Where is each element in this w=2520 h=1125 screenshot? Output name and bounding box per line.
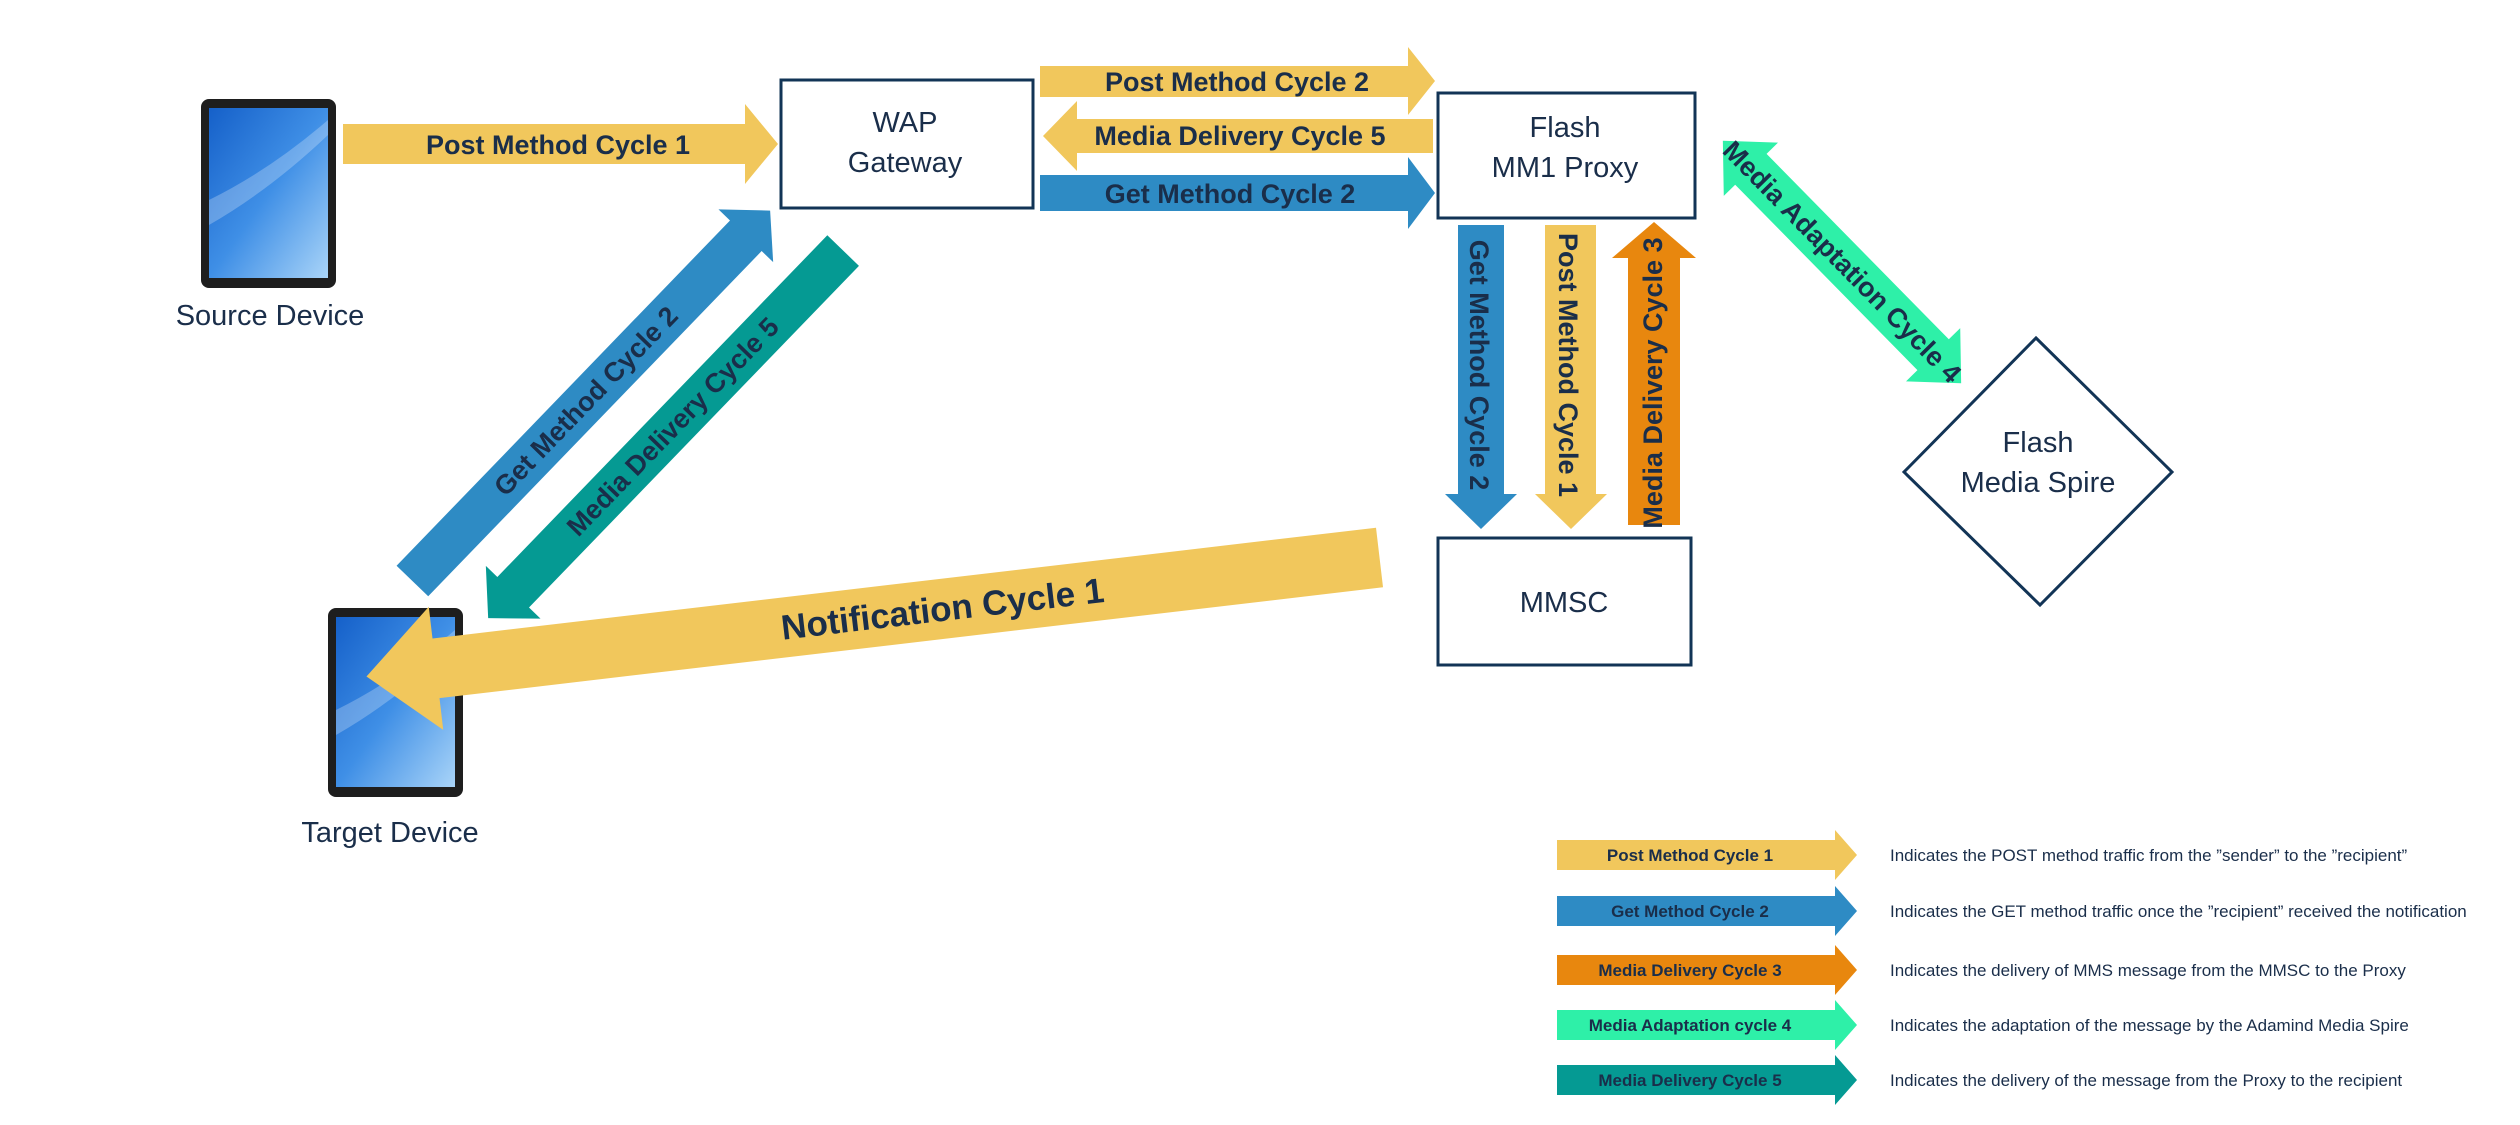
- arrow-wap-to-proxy-post2: Post Method Cycle 2: [1040, 47, 1435, 115]
- arrow-mmsc-to-proxy-delivery3: Media Delivery Cycle 3: [1612, 222, 1696, 529]
- media-spire-line1: Flash: [2003, 427, 2074, 459]
- legend-swatch-arrow: [1557, 1055, 1857, 1105]
- wap-gateway-line2: Gateway: [848, 147, 963, 179]
- arrow-label: Post Method Cycle 2: [1105, 67, 1369, 97]
- legend-swatch-arrow: [1557, 945, 1857, 995]
- legend-row: Media Delivery Cycle 5 Indicates the deli…: [1557, 1055, 2402, 1105]
- arrow-proxy-to-mmsc-get2: Get Method Cycle 2: [1445, 225, 1517, 529]
- legend-description: Indicates the GET method traffic once th…: [1890, 902, 2467, 921]
- media-spire-node: Flash Media Spire: [1901, 335, 2175, 608]
- media-spire-line2: Media Spire: [1961, 467, 2116, 499]
- arrow-label: Post Method Cycle 1: [426, 130, 690, 160]
- source-device-label: Source Device: [176, 300, 365, 332]
- legend-label: Media Adaptation cycle 4: [1589, 1016, 1792, 1035]
- arrow-proxy-to-mmsc-post1: Post Method Cycle 1: [1535, 225, 1607, 529]
- legend-swatch-arrow: [1557, 886, 1857, 936]
- tablet-icon: [328, 608, 463, 797]
- arrow-proxy-spire-adaptation4: Media Adaptation Cycle 4: [1717, 135, 1967, 389]
- wap-gateway-node: WAP Gateway: [779, 78, 1035, 210]
- legend-swatch-arrow: [1557, 830, 1857, 880]
- legend-row: Media Adaptation cycle 4 Indicates the ad…: [1557, 1000, 2409, 1050]
- arrow-target-to-wap-get2: Get Method Cycle 2: [396, 209, 774, 597]
- flash-proxy-line1: Flash: [1530, 112, 1601, 144]
- arrow-proxy-to-wap-delivery5: Media Delivery Cycle 5: [1043, 101, 1433, 171]
- legend-label: Post Method Cycle 1: [1607, 846, 1773, 865]
- legend-label: Media Delivery Cycle 5: [1598, 1071, 1781, 1090]
- legend-description: Indicates the POST method traffic from t…: [1890, 846, 2408, 865]
- legend-description: Indicates the delivery of MMS message fr…: [1890, 961, 2406, 980]
- arrow-label: Get Method Cycle 2: [1105, 179, 1356, 209]
- arrow-label: Get Method Cycle 2: [1464, 240, 1494, 491]
- legend-row: Get Method Cycle 2 Indicates the GET meth…: [1557, 886, 2467, 936]
- source-device: Source Device: [176, 99, 365, 332]
- wap-gateway-line1: WAP: [873, 107, 938, 139]
- legend-description: Indicates the adaptation of the message …: [1890, 1016, 2409, 1035]
- arrow-label: Media Adaptation Cycle 4: [1717, 135, 1967, 389]
- legend-swatch-arrow: [1557, 1000, 1857, 1050]
- legend: Post Method Cycle 1 Indicates the POST me…: [1557, 830, 2467, 1105]
- legend-label: Get Method Cycle 2: [1611, 902, 1769, 921]
- flash-proxy-line2: MM1 Proxy: [1492, 152, 1639, 184]
- legend-row: Post Method Cycle 1 Indicates the POST me…: [1557, 830, 2408, 880]
- tablet-icon: [201, 99, 336, 288]
- mmsc-node: MMSC: [1436, 536, 1693, 667]
- arrow-wap-to-proxy-get2: Get Method Cycle 2: [1040, 157, 1435, 229]
- arrow-label: Media Delivery Cycle 5: [1094, 121, 1385, 151]
- legend-row: Media Delivery Cycle 3 Indicates the deli…: [1557, 945, 2406, 995]
- legend-description: Indicates the delivery of the message fr…: [1890, 1071, 2402, 1090]
- arrow-label: Media Delivery Cycle 5: [561, 312, 785, 542]
- arrow-source-to-wap-post1: Post Method Cycle 1: [343, 104, 778, 184]
- mmsc-label: MMSC: [1520, 587, 1609, 619]
- arrow-label: Post Method Cycle 1: [1553, 233, 1583, 497]
- arrow-label: Media Delivery Cycle 3: [1638, 237, 1668, 528]
- target-device-label: Target Device: [301, 817, 478, 849]
- flash-proxy-node: Flash MM1 Proxy: [1436, 91, 1697, 220]
- legend-label: Media Delivery Cycle 3: [1598, 961, 1781, 980]
